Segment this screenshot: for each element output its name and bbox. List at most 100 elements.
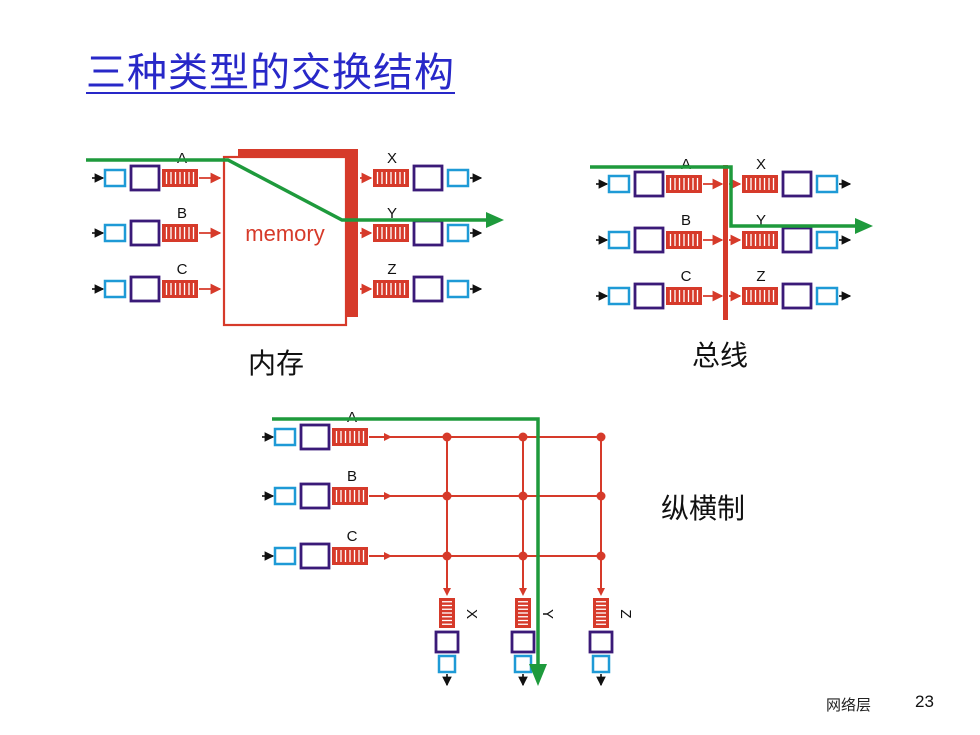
bus-output-z-linecard <box>815 286 839 306</box>
bus-output-z-processor <box>781 282 813 310</box>
bus-output-y-label: Y <box>756 212 766 229</box>
crossbar-input-c-label: C <box>347 528 358 545</box>
memory-input-c-queue <box>162 280 198 298</box>
memory-input-a-queue <box>162 169 198 187</box>
crossbar-output-y: Y <box>510 598 556 687</box>
crossbar-input-a: A <box>262 409 368 451</box>
bus-output-y-processor <box>781 226 813 254</box>
crossbar-crosspoint-1-1 <box>518 491 528 501</box>
crossbar-input-a-linecard <box>273 427 297 447</box>
bus-output-z-queue <box>742 287 778 305</box>
memory-output-x: X <box>360 150 483 192</box>
crossbar-output-x-label: X <box>463 609 480 619</box>
bus-input-b-queue <box>666 231 702 249</box>
bus-path <box>590 165 858 228</box>
crossbar-path-arrowhead <box>529 664 547 686</box>
memory-input-c-label: C <box>177 261 188 278</box>
crossbar-input-a-processor <box>299 423 331 451</box>
bus-input-b-processor <box>633 226 665 254</box>
bus-input-a-processor <box>633 170 665 198</box>
memory-input-b-processor <box>129 219 161 247</box>
memory-input-b-linecard <box>103 223 127 243</box>
memory-output-x-queue <box>373 169 409 187</box>
memory-input-a: A <box>92 150 198 192</box>
memory-input-b: B <box>92 205 198 247</box>
bus-output-y-linecard <box>815 230 839 250</box>
bus-input-b-label: B <box>681 212 691 229</box>
memory-input-b-label: B <box>177 205 187 222</box>
crossbar-col-arrow-2 <box>597 588 605 596</box>
crossbar-crosspoint-0-2 <box>596 432 606 442</box>
crossbar-output-z-processor <box>588 630 614 654</box>
bus-output-z: Z <box>729 268 852 310</box>
bus-input-c-label: C <box>681 268 692 285</box>
bus-line <box>723 165 728 320</box>
crossbar-row-arrow-1 <box>384 492 392 500</box>
bus-output-x-processor <box>781 170 813 198</box>
bus-input-a: A <box>596 156 702 198</box>
crossbar-crosspoint-2-0 <box>442 551 452 561</box>
bus-output-y: Y <box>729 212 852 254</box>
bus-output-x-queue <box>742 175 778 193</box>
page-number: 23 <box>915 692 934 711</box>
bus-output-x: X <box>729 156 852 198</box>
crossbar-output-x-linecard <box>437 654 457 674</box>
crossbar-output-x-processor <box>434 630 460 654</box>
crossbar-crosspoint-2-2 <box>596 551 606 561</box>
crossbar-input-b-processor <box>299 482 331 510</box>
memory-output-y-processor <box>412 219 444 247</box>
bus-input-a-linecard <box>607 174 631 194</box>
crossbar-input-c-queue <box>332 547 368 565</box>
bus-input-c-queue <box>666 287 702 305</box>
bus-path-arrowhead <box>855 218 873 234</box>
crossbar-input-b: B <box>262 468 368 510</box>
memory-input-c-linecard <box>103 279 127 299</box>
crossbar-output-z-label: Z <box>617 609 634 618</box>
bus-input-a-queue <box>666 175 702 193</box>
memory-path-arrowhead <box>486 212 504 228</box>
bus-input-c-linecard <box>607 286 631 306</box>
crossbar-output-x-queue <box>439 598 455 628</box>
crossbar-output-z-linecard <box>591 654 611 674</box>
bus-input-c: C <box>596 268 702 310</box>
memory-output-z-label: Z <box>387 261 396 278</box>
crossbar-path <box>272 417 540 668</box>
bus-input-b: B <box>596 212 702 254</box>
memory-input-c: C <box>92 261 198 303</box>
crossbar-output-z-queue <box>593 598 609 628</box>
memory-output-y-queue <box>373 224 409 242</box>
crossbar-output-x: X <box>434 598 480 687</box>
crossbar-crosspoint-2-1 <box>518 551 528 561</box>
crossbar-output-y-linecard <box>513 654 533 674</box>
memory-box <box>222 155 348 327</box>
bus-output-x-label: X <box>756 156 766 173</box>
crossbar-input-c: C <box>262 528 368 570</box>
crossbar-input-c-processor <box>299 542 331 570</box>
crossbar-input-c-linecard <box>273 546 297 566</box>
crossbar-row-arrow-0 <box>384 433 392 441</box>
bus-panel: AB C X Y Z <box>590 156 873 320</box>
memory-input-a-processor <box>129 164 161 192</box>
memory-output-x-label: X <box>387 150 397 167</box>
crossbar-output-y-processor <box>510 630 536 654</box>
memory-output-y: Y <box>360 205 483 247</box>
memory-output-y-linecard <box>446 223 470 243</box>
bus-input-b-linecard <box>607 230 631 250</box>
crossbar-output-y-label: Y <box>539 609 556 619</box>
memory-output-z: Z <box>360 261 483 303</box>
crossbar-col-arrow-1 <box>519 588 527 596</box>
bus-output-z-label: Z <box>756 268 765 285</box>
crossbar-crosspoint-0-0 <box>442 432 452 442</box>
memory-output-z-linecard <box>446 279 470 299</box>
bus-caption: 总线 <box>692 339 749 372</box>
crossbar-crosspoint-0-1 <box>518 432 528 442</box>
footer-label: 网络层 <box>826 696 872 714</box>
crossbar-input-b-queue <box>332 487 368 505</box>
bus-output-y-queue <box>742 231 778 249</box>
memory-output-z-processor <box>412 275 444 303</box>
crossbar-row-arrow-2 <box>384 552 392 560</box>
crossbar-input-b-label: B <box>347 468 357 485</box>
memory-box-label: memory <box>245 221 324 246</box>
